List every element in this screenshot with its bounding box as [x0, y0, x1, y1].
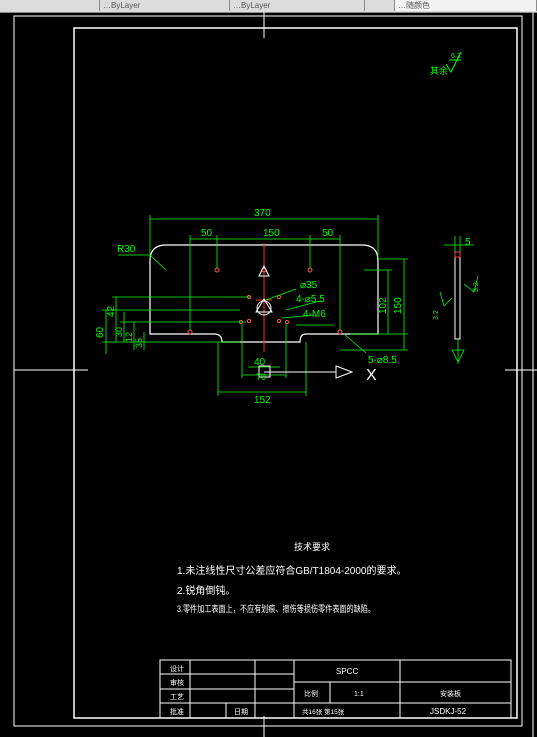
tech-req-line-2: 2.锐角倒钝。: [177, 584, 235, 597]
dim-60: 60: [95, 326, 106, 338]
dim-thickness-5: 5: [465, 237, 471, 248]
dim-102: 102: [378, 297, 389, 314]
drawing-frame: [13, 15, 523, 727]
tb-scale-label: 比例: [304, 689, 318, 698]
tb-drawing-no: JSDKJ-52: [430, 707, 467, 716]
inner-frame: [73, 27, 518, 719]
side-roughness-left: 3.2: [433, 310, 440, 320]
color-dropdown[interactable]: …ByLayer: [100, 0, 230, 11]
roughness-value: 6.3: [451, 53, 461, 60]
dim-35: 35: [134, 338, 144, 348]
dim-slot-40: 40: [254, 357, 266, 368]
dimension-lines: [102, 215, 408, 396]
center-marks: [14, 12, 537, 737]
tb-process-label: 工艺: [170, 693, 184, 701]
tb-scale-value: 1:1: [354, 691, 364, 698]
outer-frame: [13, 15, 523, 727]
dim-370: 370: [254, 208, 271, 219]
dim-slot-152: 152: [254, 395, 271, 406]
title-block: 设计 审核 工艺 批准 日期 SPCC 比例 1:1 共16张 第15张 安装板…: [159, 659, 512, 719]
x-axis-marker: X: [258, 365, 377, 384]
datum-triangle: [255, 264, 273, 313]
tb-check-label: 审核: [170, 678, 184, 687]
plotstyle-dropdown[interactable]: …随颜色: [395, 0, 537, 11]
dim-50-right: 50: [322, 228, 334, 239]
linetype-dropdown[interactable]: …ByLayer: [230, 0, 365, 11]
tb-design-label: 设计: [170, 664, 184, 673]
part-outline[interactable]: [149, 244, 379, 343]
dim-holes-5-85: 5-⌀8.5: [368, 355, 397, 366]
tb-part-name: 安装板: [440, 689, 461, 698]
toolbar-strip: …ByLayer …ByLayer …随颜色: [0, 0, 537, 13]
side-view[interactable]: 3.2 3.2: [433, 236, 480, 364]
dim-30: 30: [114, 327, 124, 337]
tech-req-line-1: 1.未注线性尺寸公差应符合GB/T1804-2000的要求。: [177, 564, 407, 577]
dim-150-center: 150: [263, 228, 280, 239]
tech-requirements: 技术要求 1.未注线性尺寸公差应符合GB/T1804-2000的要求。 2.锐角…: [177, 541, 407, 614]
dim-holes-4-55: 4-⌀5.5: [296, 294, 325, 305]
dim-50-left: 50: [201, 228, 213, 239]
tb-date-label: 日期: [234, 708, 248, 716]
roughness-symbol: 6.3 其余: [430, 51, 462, 77]
dim-holes-4-m6: 4-M6: [303, 309, 326, 320]
toolbar-spacer: [365, 0, 395, 11]
tech-req-line-3: 3.零件加工表面上，不应有划痕、擦伤等损伤零件表面的缺陷。: [177, 603, 375, 614]
dim-12: 12: [124, 332, 134, 342]
layer-dropdown[interactable]: [0, 0, 100, 11]
dim-150-height: 150: [393, 297, 404, 314]
x-axis-label: X: [366, 367, 377, 384]
tech-req-title: 技术要求: [294, 541, 330, 552]
side-roughness-right: 3.2: [473, 282, 480, 292]
dim-slot-70: 70: [256, 372, 266, 382]
roughness-note: 其余: [430, 65, 448, 77]
tb-material: SPCC: [336, 667, 358, 676]
dim-hole-35: ⌀35: [300, 280, 318, 291]
tb-approve-label: 批准: [170, 707, 184, 716]
cad-drawing-canvas[interactable]: 6.3 其余: [0, 12, 537, 737]
tb-sheets: 共16张 第15张: [302, 707, 345, 716]
dim-42: 42: [106, 305, 117, 317]
dim-r30: R30: [117, 244, 136, 255]
centerlines: [256, 243, 272, 352]
dimension-text: 370 50 150 50 R30 ⌀35 4-⌀5.5 4-M6 5-⌀8.5…: [95, 208, 471, 406]
